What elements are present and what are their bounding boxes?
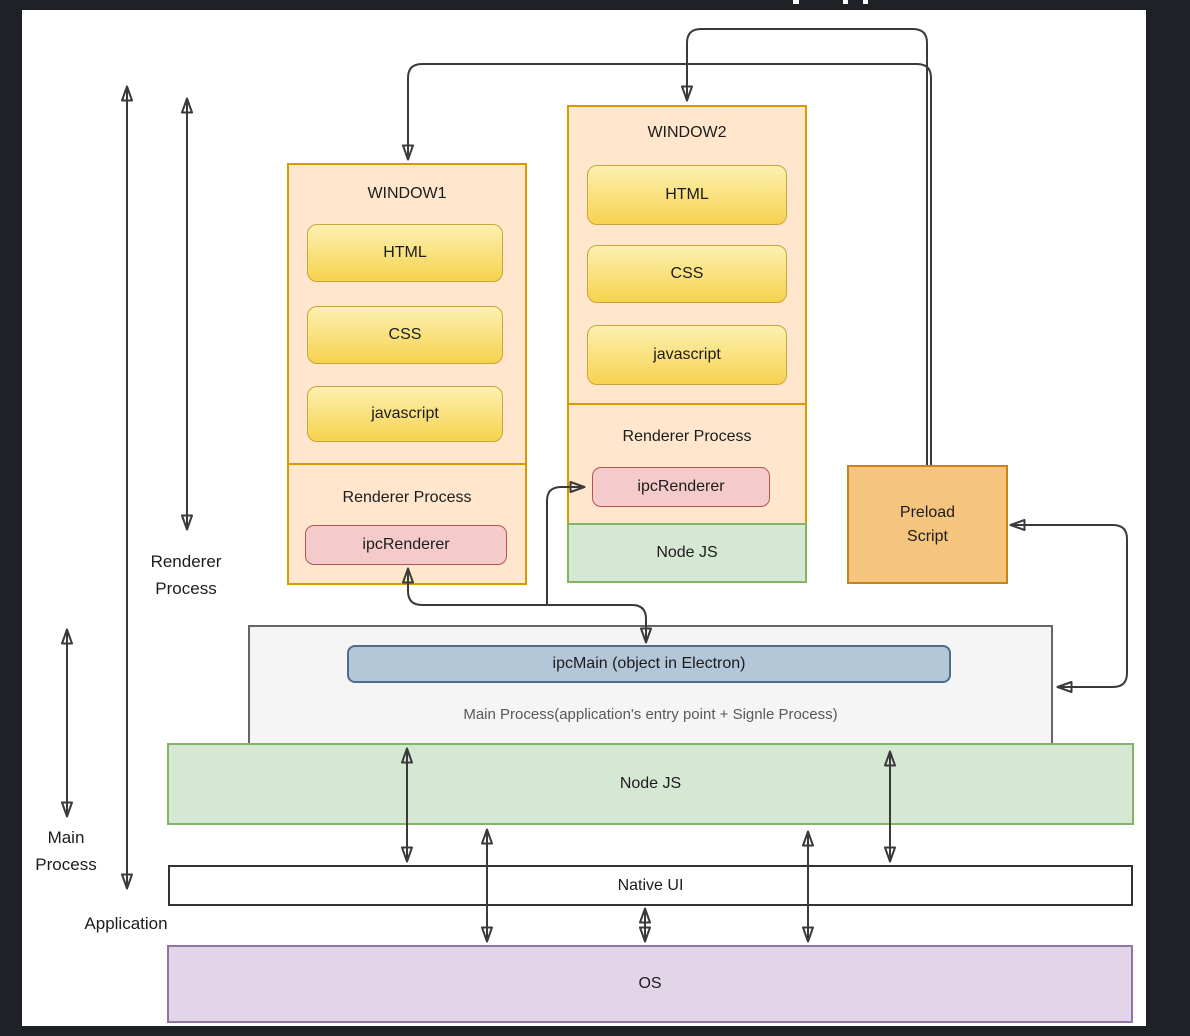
window2-layer-javascript: javascript xyxy=(587,325,787,385)
native-ui-bar: Native UI xyxy=(168,865,1133,906)
window1-layer-html: HTML xyxy=(307,224,503,282)
window1-title: WINDOW1 xyxy=(367,185,447,202)
os-bar: OS xyxy=(167,945,1133,1023)
main-process-caption: Main Process(application's entry point +… xyxy=(463,705,838,723)
label-renderer-process-line1: Renderer xyxy=(150,552,222,571)
main-process-box xyxy=(248,625,1053,747)
window2-layer-html: HTML xyxy=(587,165,787,225)
window1-renderer-process-label: Renderer Process xyxy=(342,489,472,506)
window2-section-divider xyxy=(568,403,806,405)
window2-layer-css: CSS xyxy=(587,245,787,303)
label-main-process-line2: Process xyxy=(35,855,97,874)
window2-ipcrenderer-box: ipcRenderer xyxy=(592,467,770,507)
window1-ipcrenderer-box: ipcRenderer xyxy=(305,525,507,565)
label-renderer-process-line2: Process xyxy=(155,579,217,598)
label-main-process-line1: Main xyxy=(47,828,85,847)
window2-title: WINDOW2 xyxy=(647,124,727,141)
preload-script-label-line2: Script xyxy=(907,527,948,545)
window1-layer-javascript: javascript xyxy=(307,386,503,442)
cut-off-text-artifact xyxy=(793,0,799,4)
cut-off-text-artifact xyxy=(843,0,848,4)
cut-off-text-artifact xyxy=(863,0,868,4)
window1-layer-css: CSS xyxy=(307,306,503,364)
ipcmain-box: ipcMain (object in Electron) xyxy=(347,645,951,683)
window2-renderer-process-label: Renderer Process xyxy=(622,428,752,445)
label-application: Application xyxy=(84,914,168,933)
preload-script-box: Preload Script xyxy=(847,465,1008,584)
window1-section-divider xyxy=(288,463,526,465)
label-main-process: Main Process xyxy=(16,824,116,878)
window2-nodejs-section: Node JS xyxy=(567,523,807,583)
nodejs-bar: Node JS xyxy=(167,743,1134,825)
label-renderer-process: Renderer Process xyxy=(136,548,236,602)
preload-script-label-line1: Preload xyxy=(899,503,956,521)
